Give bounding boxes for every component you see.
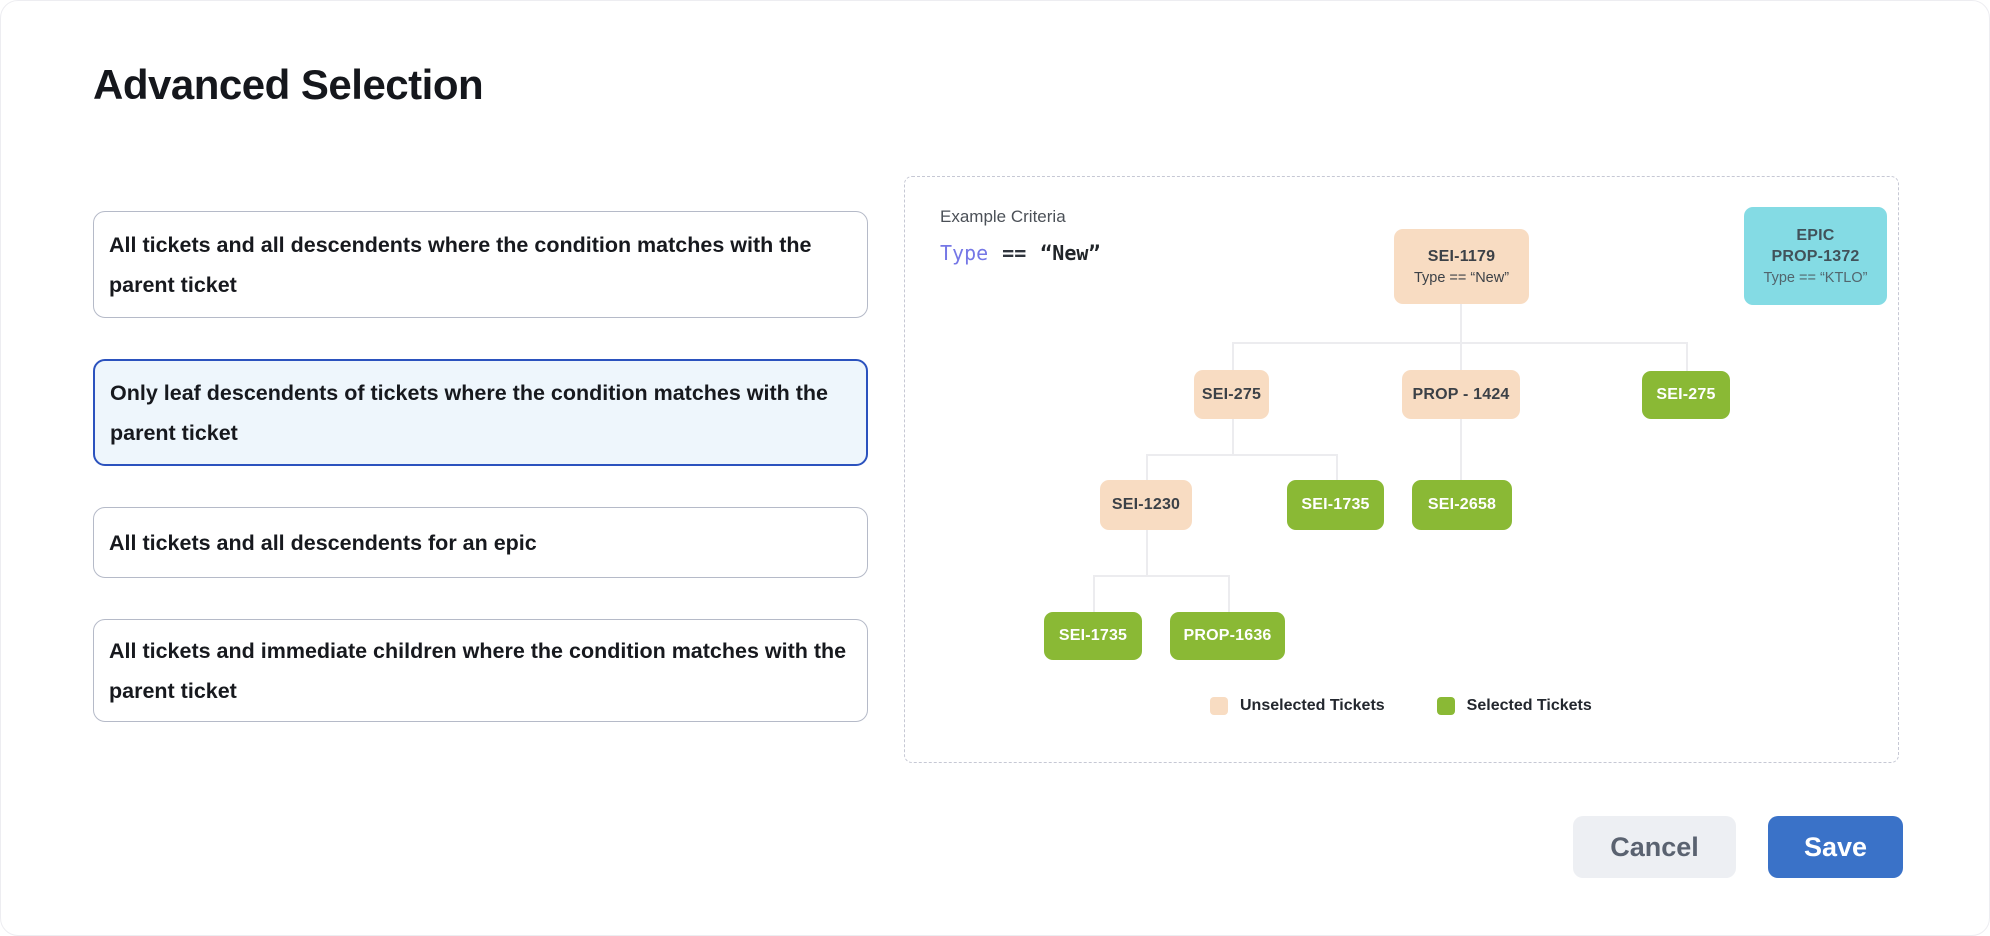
option-label: All tickets and immediate children where… [109, 638, 847, 703]
tree-node: SEI-275 [1642, 371, 1730, 419]
node-id: PROP - 1424 [1412, 385, 1510, 403]
option-all-descendents-epic[interactable]: All tickets and all descendents for an e… [93, 507, 868, 578]
unselected-swatch [1210, 697, 1228, 715]
tree-node: SEI-1735 [1287, 480, 1384, 530]
tree-node: SEI-2658 [1412, 480, 1512, 530]
tree-connector [1093, 575, 1230, 577]
tree-connector [1232, 342, 1234, 370]
criteria-operator: == [1002, 241, 1027, 265]
tree-node: PROP-1636 [1170, 612, 1285, 660]
tree-connector [1232, 419, 1234, 454]
option-all-descendents-condition[interactable]: All tickets and all descendents where th… [93, 211, 868, 318]
epic-criteria: Type == “KTLO” [1763, 269, 1868, 286]
legend: Unselected Tickets Selected Tickets [1210, 697, 1592, 715]
tree-connector [1146, 530, 1148, 575]
criteria-field: Type [940, 241, 989, 265]
legend-item-selected: Selected Tickets [1436, 697, 1592, 715]
tree-node: SEI-1230 [1100, 480, 1192, 530]
node-id: SEI-275 [1656, 386, 1716, 403]
example-criteria-heading: Example Criteria [940, 207, 1066, 226]
example-criteria-code: Type == “New” [940, 241, 1100, 265]
tree-connector [1460, 419, 1462, 480]
node-id: SEI-2658 [1427, 496, 1497, 513]
node-id: SEI-1179 [1427, 247, 1496, 265]
tree-connector [1146, 454, 1338, 456]
node-id: SEI-275 [1201, 385, 1262, 403]
legend-label: Unselected Tickets [1240, 697, 1385, 714]
tree-connector [1460, 304, 1462, 342]
selected-swatch [1436, 697, 1455, 715]
node-criteria: Type == “New” [1413, 269, 1510, 286]
page-title: Advanced Selection [93, 61, 484, 108]
selection-options-list: All tickets and all descendents where th… [93, 211, 868, 722]
tree-node-root: SEI-1179 Type == “New” [1394, 229, 1529, 304]
tree-connector [1093, 575, 1095, 612]
save-button[interactable]: Save [1768, 816, 1903, 878]
node-id: SEI-1735 [1058, 627, 1128, 644]
tree-node: SEI-1735 [1044, 612, 1142, 660]
tree-connector [1146, 454, 1148, 480]
epic-ticket-card: EPIC PROP-1372 Type == “KTLO” [1744, 207, 1887, 305]
node-id: PROP-1636 [1183, 627, 1272, 644]
criteria-value: “New” [1040, 241, 1101, 265]
legend-label: Selected Tickets [1466, 697, 1592, 714]
option-label: All tickets and all descendents where th… [109, 232, 812, 297]
node-id: SEI-1230 [1111, 496, 1181, 513]
epic-badge: EPIC [1796, 226, 1835, 244]
example-criteria: Example Criteria Type == “New” [940, 207, 1100, 265]
epic-id: PROP-1372 [1771, 247, 1860, 265]
cancel-button[interactable]: Cancel [1573, 816, 1736, 878]
option-leaf-descendents-condition[interactable]: Only leaf descendents of tickets where t… [93, 359, 868, 466]
tree-connector [1460, 342, 1462, 370]
option-label: Only leaf descendents of tickets where t… [110, 380, 829, 445]
example-diagram-panel: Example Criteria Type == “New” EPIC PROP… [904, 176, 1899, 763]
tree-node: PROP - 1424 [1402, 370, 1520, 419]
tree-node: SEI-275 [1194, 370, 1269, 419]
option-label: All tickets and all descendents for an e… [109, 530, 537, 555]
legend-item-unselected: Unselected Tickets [1210, 697, 1385, 715]
option-immediate-children-condition[interactable]: All tickets and immediate children where… [93, 619, 868, 722]
node-id: SEI-1735 [1301, 496, 1370, 513]
tree-connector [1228, 575, 1230, 612]
tree-connector [1686, 342, 1688, 371]
tree-connector [1336, 454, 1338, 480]
